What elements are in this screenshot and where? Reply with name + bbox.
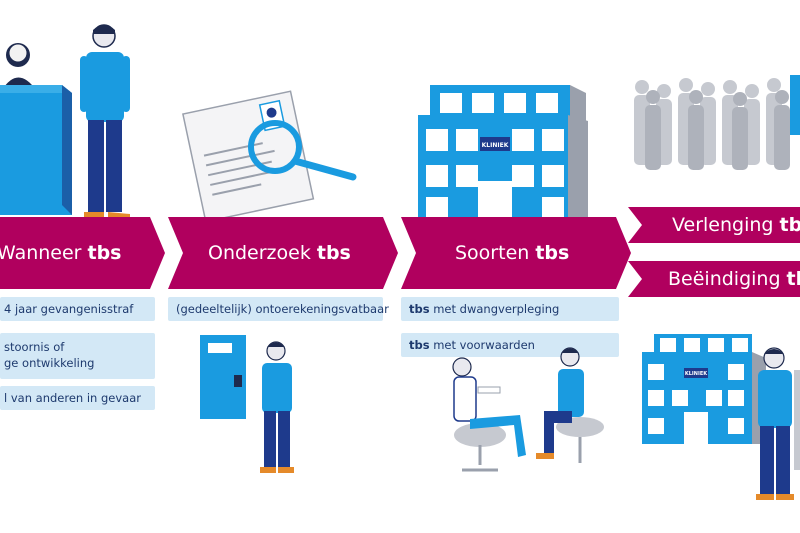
note-item: stoornis of ge ontwikkeling: [0, 333, 155, 379]
clinic-building-icon: KLINIEK: [418, 85, 588, 225]
document-magnifier-icon: [182, 90, 357, 220]
note-item: tbs met voorwaarden: [401, 333, 619, 357]
step-title: Verlenging: [672, 214, 774, 236]
svg-text:KLINIEK: KLINIEK: [685, 371, 708, 377]
clinic-building-icon: KLINIEK: [642, 334, 800, 500]
step-keyword: tbs: [535, 242, 570, 264]
step-banner-soorten: Soorten tbs: [401, 217, 631, 289]
step-keyword: tb: [786, 268, 800, 290]
step-title: Beëindiging: [668, 268, 781, 290]
crowd-silhouette: [634, 75, 800, 170]
cell-door-icon: [200, 335, 294, 473]
step-keyword: tbs: [87, 242, 122, 264]
step-banner-verlenging: Verlenging tbs: [628, 207, 800, 243]
judge-bench-illustration: [0, 43, 72, 215]
note-item: 4 jaar gevangenisstraf: [0, 297, 155, 321]
step-keyword: tbs: [779, 214, 800, 236]
step-banner-onderzoek: Onderzoek tbs: [168, 217, 398, 289]
note-item: (gedeeltelijk) ontoerekeningsvatbaar: [168, 297, 389, 321]
step-title: Soorten: [455, 242, 530, 264]
step-title: Onderzoek: [208, 242, 311, 264]
person-figure: [80, 24, 130, 222]
note-item: tbs met dwangverpleging: [401, 297, 619, 321]
step-banner-wanneer: Wanneer tbs: [0, 217, 165, 289]
step-title: Wanneer: [0, 242, 82, 264]
step-keyword: tbs: [316, 242, 351, 264]
svg-text:KLINIEK: KLINIEK: [482, 142, 509, 149]
step-banner-beeindiging: Beëindiging tb: [628, 261, 800, 297]
note-item: l van anderen in gevaar: [0, 386, 155, 410]
therapy-session-illustration: [452, 347, 604, 472]
